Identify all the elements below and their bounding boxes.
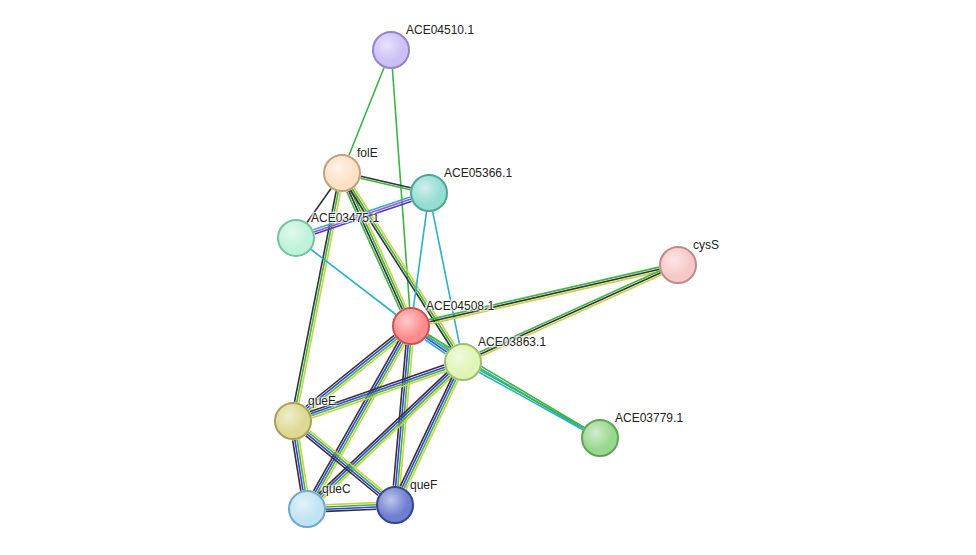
protein-node: ACE04508.1 <box>392 307 430 345</box>
node-label: ACE03779.1 <box>613 411 685 425</box>
evidence-line <box>430 269 660 322</box>
evidence-line <box>311 250 396 315</box>
node-label: ACE03863.1 <box>476 335 548 349</box>
evidence-line <box>433 212 460 344</box>
evidence-line <box>349 68 384 156</box>
evidence-line <box>326 509 376 511</box>
evidence-line <box>428 335 584 428</box>
protein-node: queC <box>288 490 326 528</box>
protein-node: folE <box>323 154 361 192</box>
node-label: ACE04508.1 <box>424 299 496 313</box>
protein-node: cysS <box>659 246 697 284</box>
interaction-edge <box>400 378 458 490</box>
interaction-edge <box>310 365 446 418</box>
evidence-line <box>479 372 583 430</box>
evidence-line <box>414 212 427 307</box>
evidence-line <box>400 378 452 487</box>
evidence-line <box>319 344 404 494</box>
evidence-line <box>310 431 383 491</box>
evidence-line <box>306 436 379 496</box>
interaction-edge <box>360 176 410 190</box>
evidence-line <box>430 271 660 324</box>
node-label: queE <box>306 394 338 408</box>
evidence-line <box>361 176 411 188</box>
node-label: queF <box>408 478 439 492</box>
protein-node: queF <box>376 486 414 524</box>
interaction-edge <box>429 267 660 324</box>
interaction-edge <box>414 212 427 307</box>
node-label: ACE04510.1 <box>404 23 476 37</box>
protein-node: ACE03779.1 <box>581 419 619 457</box>
evidence-line <box>323 377 451 498</box>
interaction-edge <box>326 503 376 512</box>
protein-node: ACE03863.1 <box>444 343 482 381</box>
interaction-edge <box>433 212 460 344</box>
evidence-line <box>406 381 458 490</box>
evidence-line <box>402 379 454 488</box>
evidence-line <box>404 380 456 489</box>
node-label: queC <box>320 482 353 496</box>
interaction-edge <box>306 431 383 496</box>
evidence-line <box>317 343 402 493</box>
protein-node: ACE04510.1 <box>372 31 410 69</box>
node-label: ACE03475.1 <box>309 211 381 225</box>
node-label: cysS <box>691 238 721 252</box>
evidence-line <box>480 370 584 428</box>
interaction-edge <box>293 439 308 491</box>
node-label: folE <box>355 146 380 160</box>
protein-node: ACE03475.1 <box>277 219 315 257</box>
interaction-edge <box>311 250 396 315</box>
node-label: ACE05366.1 <box>442 166 514 180</box>
interaction-edge <box>349 68 384 156</box>
interaction-edge <box>479 370 584 429</box>
protein-node: queE <box>274 402 312 440</box>
evidence-line <box>360 178 410 190</box>
interaction-edge <box>347 189 406 310</box>
protein-node: ACE05366.1 <box>410 174 448 212</box>
evidence-line <box>293 440 301 491</box>
